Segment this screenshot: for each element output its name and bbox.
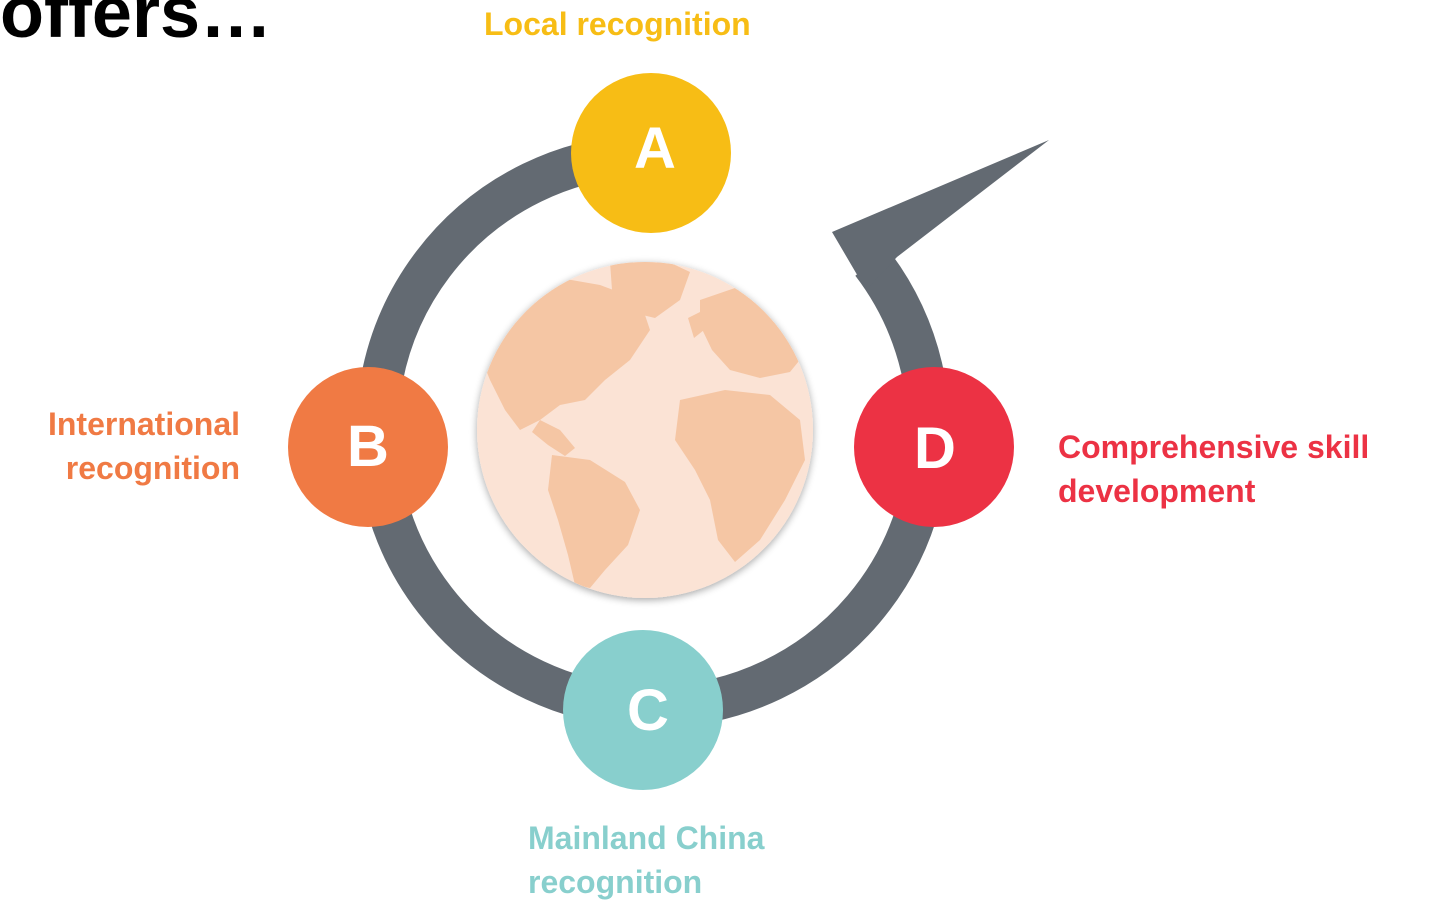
page-title: offers… [0, 0, 273, 53]
ring-arrow-tail [832, 140, 1049, 290]
node-c: C [563, 630, 723, 790]
node-c-letter: C [627, 678, 669, 743]
globe-icon [477, 262, 813, 598]
label-local-recognition: Local recognition [484, 6, 751, 42]
node-a: A [571, 73, 731, 233]
label-comprehensive-skill-development: Comprehensive skill development [1058, 429, 1370, 509]
label-mainland-china-recognition: Mainland China recognition [528, 820, 765, 900]
node-b-letter: B [347, 414, 389, 479]
label-international-recognition: International recognition [47, 406, 240, 486]
node-d: D [854, 367, 1014, 527]
node-b: B [288, 367, 448, 527]
node-d-letter: D [914, 416, 956, 481]
node-a-letter: A [634, 116, 676, 181]
